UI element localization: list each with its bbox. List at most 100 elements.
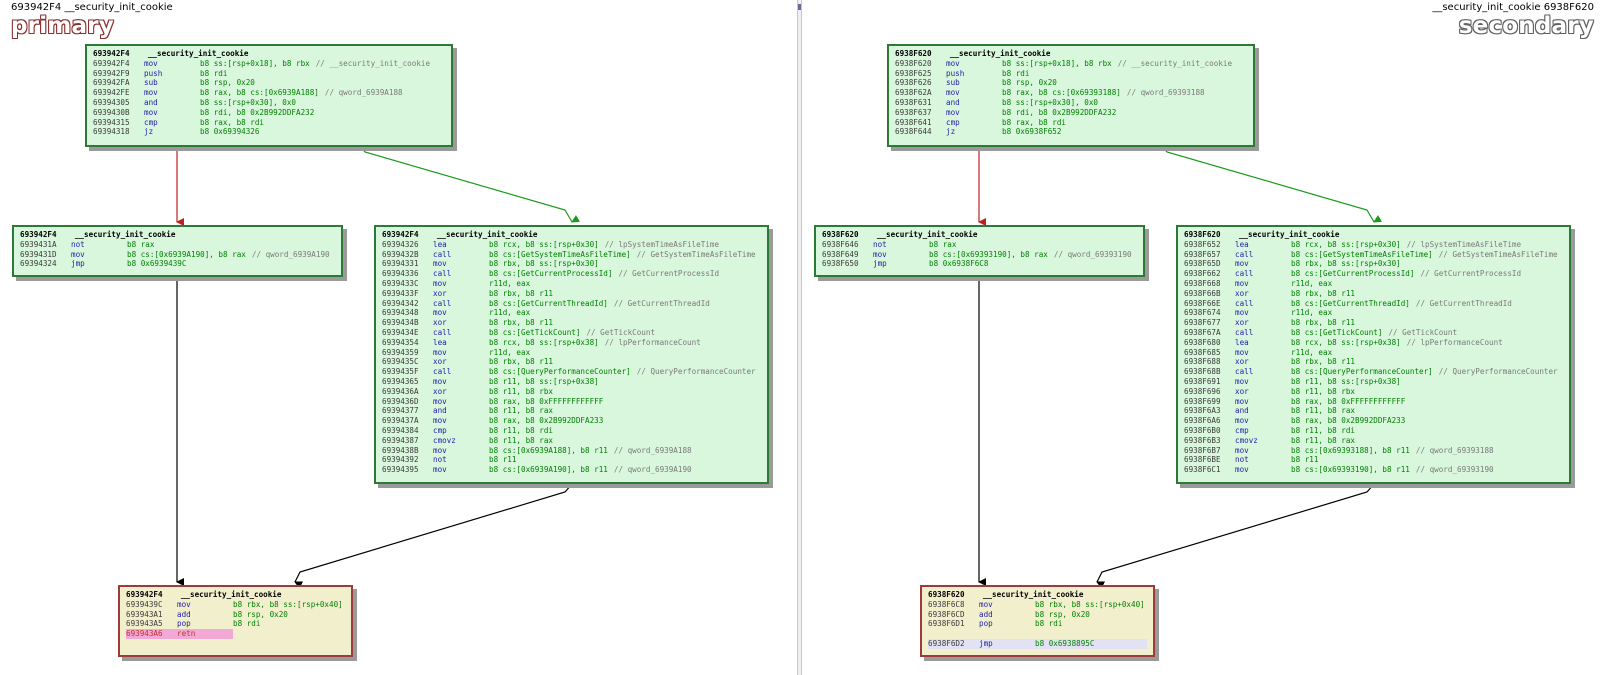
instruction-operands: b8 ss:[rsp+0x30], 0x0: [200, 97, 297, 107]
instruction-mnemonic: mov: [144, 88, 158, 98]
instruction-address: 6938F6A3: [1184, 406, 1221, 416]
instruction-address: 6938F696: [1184, 386, 1221, 396]
splitter-grip[interactable]: [798, 4, 801, 10]
instruction-comment: // qword_69393190: [1053, 249, 1132, 259]
instruction-address: 69394348: [382, 308, 419, 318]
primary-pane[interactable]: 693942F4 __security_init_cookie primary …: [0, 0, 797, 675]
instruction-mnemonic: pop: [979, 619, 993, 629]
secondary-pane[interactable]: __security_init_cookie 6938F620 secondar…: [802, 0, 1600, 675]
pane-splitter[interactable]: [797, 0, 802, 675]
instruction-comment: // QueryPerformanceCounter: [636, 367, 756, 377]
instruction-operands: b8 rax, b8 cs:[0x69393188]: [1002, 88, 1121, 98]
instruction-mnemonic: xor: [1235, 386, 1249, 396]
